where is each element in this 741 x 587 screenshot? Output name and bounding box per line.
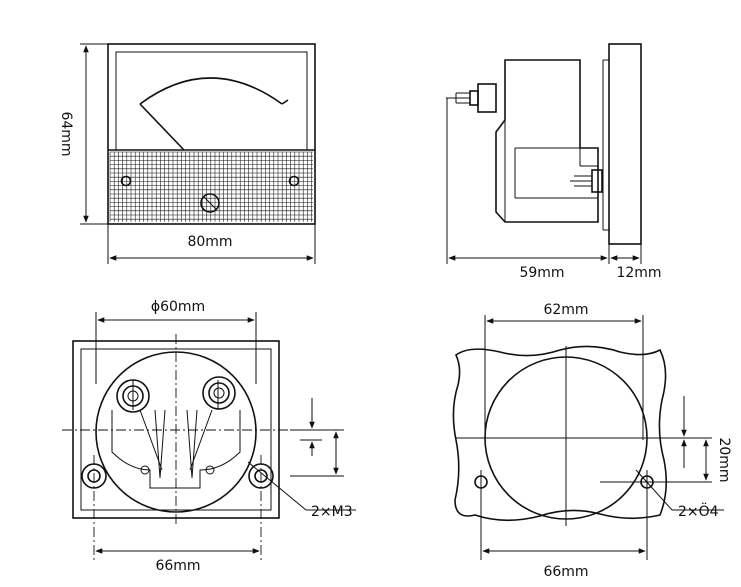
side-depth-label: 59mm — [519, 265, 564, 281]
side-flange-label: 12mm — [616, 265, 661, 281]
front-view: 64mm 80mm — [58, 43, 316, 264]
cutout-offset-label: 20mm — [716, 437, 732, 482]
back-width-label: 66mm — [155, 558, 200, 574]
side-view: 59mm 12mm — [446, 43, 662, 281]
back-diameter-label: ϕ60mm — [151, 299, 205, 315]
front-grille — [109, 151, 313, 222]
panel-cutout-view: 62mm 66mm 20mm 2×Ö4 — [452, 302, 732, 580]
needle — [139, 103, 185, 151]
left-screw-icon — [120, 175, 132, 187]
zero-adjust-icon — [200, 193, 220, 213]
back-screws-label: 2×M3 — [311, 504, 353, 520]
right-screw-icon — [288, 175, 300, 187]
back-view: ϕ60mm 66mm 2×M3 — [62, 299, 356, 574]
front-height-label: 64mm — [58, 111, 74, 156]
cutout-width-top-label: 62mm — [543, 302, 588, 318]
cutout-width-bottom-label: 66mm — [543, 564, 588, 580]
cutout-holes-label: 2×Ö4 — [678, 502, 719, 520]
front-width-label: 80mm — [187, 234, 232, 250]
scale-arc — [139, 77, 283, 105]
